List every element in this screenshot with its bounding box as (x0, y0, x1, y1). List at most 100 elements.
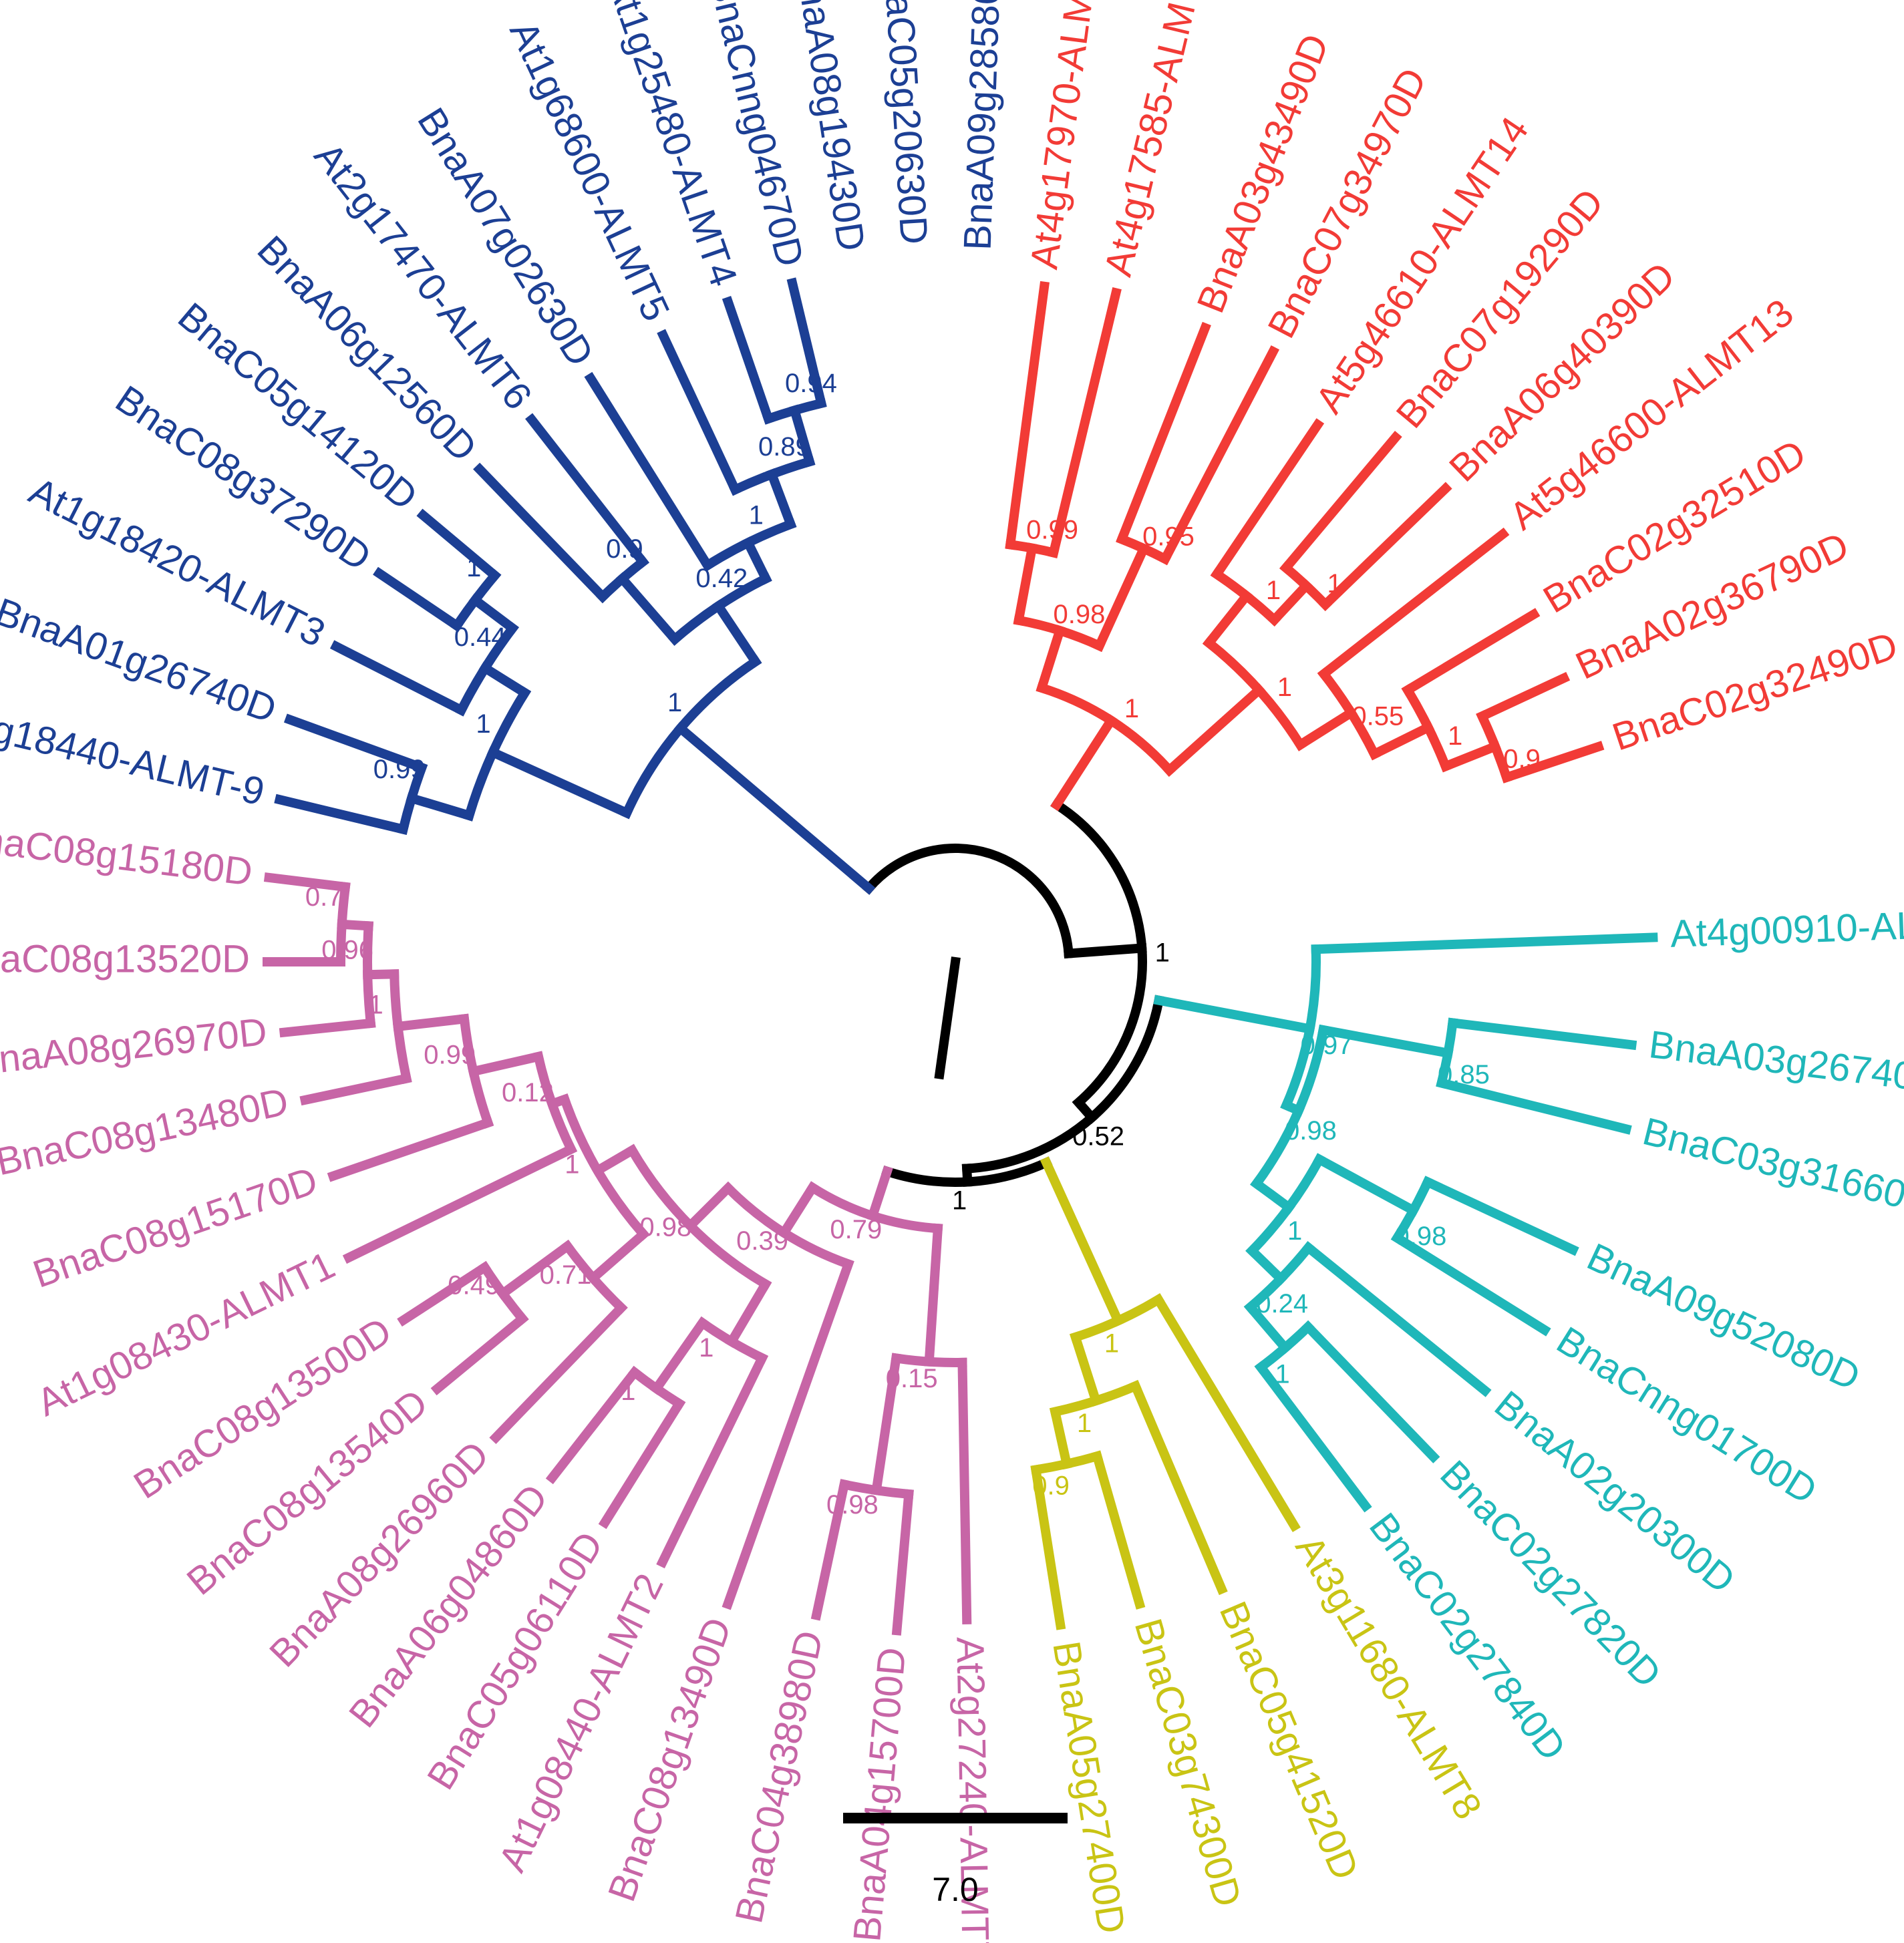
branch (722, 1258, 854, 1610)
branch-arc (455, 621, 519, 717)
branch-arc (1013, 614, 1106, 653)
branch (478, 661, 532, 699)
branch (1049, 1406, 1073, 1470)
branch (274, 793, 409, 836)
branch (1158, 345, 1280, 566)
branch (870, 1353, 902, 1496)
branch (1317, 1024, 1454, 1059)
branch (416, 508, 502, 582)
leaf-label: BnaA04g15700D (845, 1646, 914, 1943)
branch-arc (1245, 1153, 1326, 1258)
support-value: 0.79 (830, 1215, 882, 1244)
support-value: 0.95 (1142, 522, 1195, 551)
branch (1368, 721, 1435, 761)
branch-arc (620, 655, 762, 820)
branch (788, 404, 816, 468)
branch (891, 1489, 914, 1636)
support-value: 0.49 (448, 1271, 500, 1300)
support-value: 0.98 (826, 1490, 879, 1520)
support-value: 1 (1277, 673, 1292, 702)
branch-arc (559, 1093, 650, 1241)
branch-arc (961, 995, 1164, 1174)
branch (1317, 527, 1510, 681)
branch (1301, 1320, 1440, 1463)
leaf-label: BnaA03g26740D (1647, 1023, 1904, 1101)
branch (1436, 1077, 1632, 1135)
branch (342, 1143, 578, 1264)
branch-arc (1050, 798, 1147, 1109)
branch (656, 1351, 769, 1569)
branch (468, 1051, 544, 1077)
branch (722, 296, 774, 425)
branch (711, 599, 762, 669)
branch (468, 593, 519, 635)
branch (1421, 1176, 1579, 1256)
branch (810, 1479, 850, 1621)
support-value: 0.12 (502, 1078, 554, 1107)
branch-arc (389, 969, 412, 1084)
branch-arc (806, 1181, 943, 1234)
branch (1152, 1293, 1301, 1532)
support-value: 0.7 (305, 882, 343, 912)
branch (1318, 482, 1452, 612)
branch (473, 462, 609, 604)
branch (1162, 683, 1266, 777)
branch (777, 1181, 819, 1240)
branch-arc (625, 1143, 772, 1291)
branch (1210, 418, 1325, 581)
branch (1311, 932, 1658, 954)
branch (649, 1316, 709, 1395)
branch (1279, 430, 1402, 575)
leaf-label: BnaA09g28580D (956, 0, 1009, 251)
branch (263, 872, 351, 892)
support-value: 1 (1287, 1216, 1302, 1246)
support-value: 0.97 (1301, 1031, 1353, 1060)
branch (1036, 625, 1066, 694)
branch (1064, 943, 1147, 959)
branch (957, 1357, 972, 1624)
branch (430, 1312, 529, 1396)
support-value: 1 (667, 688, 682, 717)
support-value: 1 (476, 709, 490, 739)
branch (1243, 1300, 1292, 1355)
branch (525, 413, 649, 568)
support-value: 0.96 (321, 935, 373, 964)
branch (1267, 578, 1313, 627)
branch (373, 566, 464, 633)
branch (327, 1117, 494, 1182)
support-value: 0.9 (606, 534, 643, 564)
support-value: 1 (1155, 938, 1170, 968)
branch (1091, 1450, 1146, 1610)
tree-branches (263, 277, 1658, 1636)
support-value: 1 (952, 1186, 967, 1216)
branch (1500, 741, 1605, 783)
branch (866, 1165, 893, 1222)
branch (1245, 1244, 1287, 1286)
branch (1439, 740, 1502, 773)
branch (1293, 706, 1358, 751)
branch (598, 1397, 686, 1530)
branch (591, 1143, 639, 1178)
branch-arc (668, 572, 772, 646)
support-value: 0.9 (1503, 744, 1541, 773)
branch (1313, 1153, 1420, 1217)
branch (766, 468, 797, 530)
branch-arc (627, 1365, 686, 1411)
support-value: 1 (621, 1377, 635, 1406)
support-value: 1 (466, 553, 481, 582)
branch (1013, 542, 1038, 626)
branch-arc (450, 568, 502, 633)
support-value: 0.85 (1438, 1060, 1490, 1089)
support-value: 0.89 (758, 432, 810, 462)
support-value: 0.98 (1053, 600, 1105, 629)
branch (406, 792, 475, 822)
leaf-label: BnaA06g12560D (249, 228, 486, 470)
branch (786, 277, 827, 409)
support-value: 0.71 (540, 1260, 592, 1290)
branch (742, 536, 772, 585)
branch (673, 721, 876, 895)
support-value: 1 (1266, 576, 1281, 605)
support-value: 0.98 (1285, 1116, 1337, 1145)
leaf-label: BnaC08g13520D (0, 937, 250, 981)
branch (1048, 287, 1122, 558)
